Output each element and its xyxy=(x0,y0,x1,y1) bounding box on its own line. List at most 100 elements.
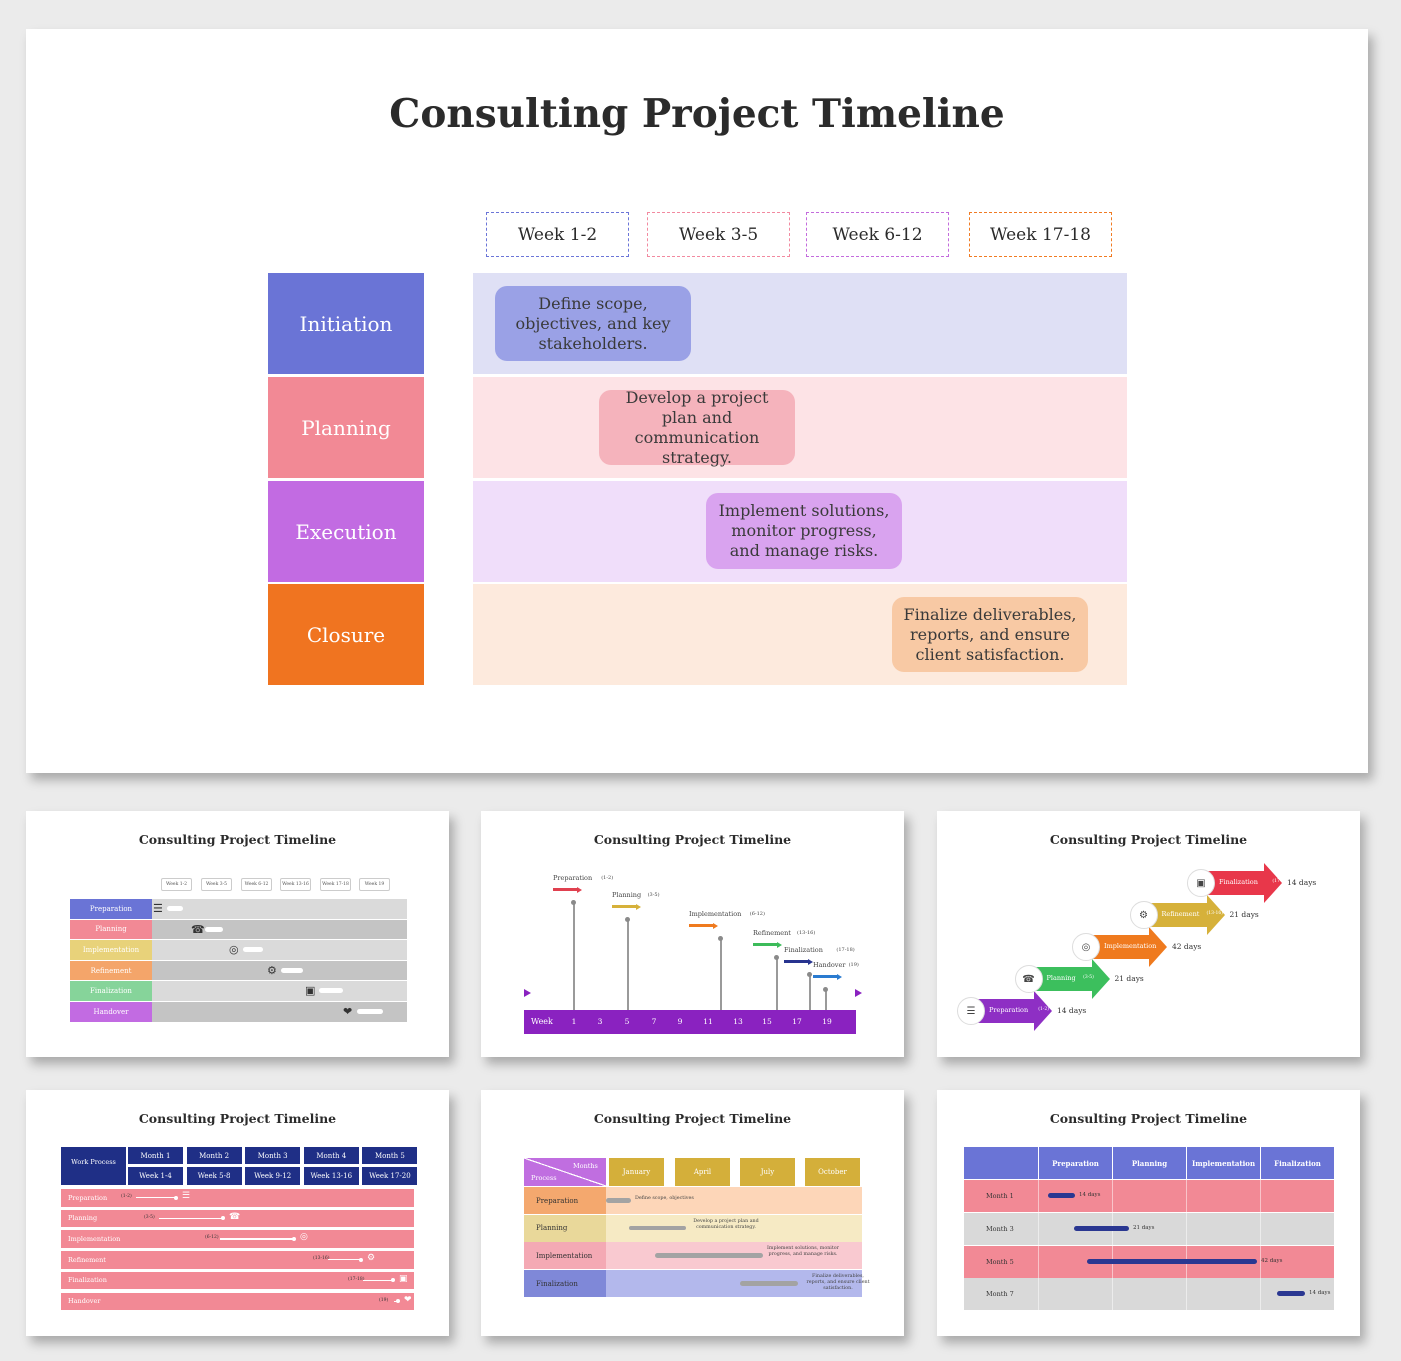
task-icon: ◎ xyxy=(229,943,239,957)
month-header: January xyxy=(609,1158,664,1186)
row-band xyxy=(152,899,407,919)
corner-bottom-label: Process xyxy=(531,1174,557,1182)
task-text: Finalize deliverables, reports, and ensu… xyxy=(806,1274,870,1292)
duration-bar xyxy=(1074,1225,1129,1231)
arrow-head xyxy=(636,903,641,910)
arrow-head xyxy=(777,941,782,948)
phase-planning: Planning xyxy=(268,377,424,478)
row-line xyxy=(159,1217,223,1219)
step-label: Implementation xyxy=(1104,942,1157,950)
thumbnail-slide-3[interactable]: Consulting Project Timeline ☰Preparation… xyxy=(937,811,1360,1057)
event-label: Finalization xyxy=(784,946,823,954)
tick-label: 15 xyxy=(762,1017,772,1026)
tick-label: 9 xyxy=(677,1017,683,1026)
step-label: Planning xyxy=(1046,974,1076,982)
phase-label: Initiation xyxy=(299,311,393,336)
task-bar xyxy=(281,967,303,973)
bubble-text: Implement solutions, monitor progress, a… xyxy=(718,501,890,560)
corner-divider xyxy=(524,1158,606,1186)
bubble-initiation: Define scope, objectives, and key stakeh… xyxy=(495,286,691,361)
tick-label: 11 xyxy=(703,1017,713,1026)
cell-divider xyxy=(1186,1180,1187,1212)
row-band xyxy=(61,1209,414,1228)
task-icon: ⚙ xyxy=(267,963,277,977)
row-icon: ▣ xyxy=(399,1273,408,1284)
event-dot xyxy=(774,955,779,960)
step-arrow-head-icon xyxy=(1206,895,1225,935)
week-header: Week 5-8 xyxy=(186,1167,242,1185)
row-label: Planning xyxy=(70,919,152,940)
bubble-text: Develop a project plan and communication… xyxy=(625,387,769,467)
row-icon: ⚙ xyxy=(367,1253,376,1264)
step-icon: ▣ xyxy=(1187,869,1215,897)
month-header: Month 3 xyxy=(245,1147,301,1164)
event-arrow-icon xyxy=(689,924,713,927)
task-bar xyxy=(205,926,223,932)
row-dot xyxy=(174,1195,178,1200)
event-dot xyxy=(625,917,630,922)
axis-label: Week xyxy=(531,1017,553,1026)
arrow-head xyxy=(837,973,842,980)
week-header: Week 1-4 xyxy=(128,1167,183,1185)
task-text: Develop a project plan and communication… xyxy=(693,1218,759,1230)
thumbnail-slide-4[interactable]: Consulting Project Timeline Work Process… xyxy=(26,1090,449,1336)
duration-label: 14 days xyxy=(1309,1290,1331,1297)
row-band xyxy=(606,1270,862,1298)
week-label: Week 1-2 xyxy=(517,224,598,245)
column-header: Finalization xyxy=(1260,1147,1334,1179)
event-stem xyxy=(573,902,575,1010)
step-label: Finalization xyxy=(1219,878,1258,886)
row-label: Implementation xyxy=(68,1234,121,1243)
event-arrow-icon xyxy=(753,943,777,946)
main-slide[interactable]: Consulting Project Timeline Week 1-2 Wee… xyxy=(26,29,1368,773)
step-days: 42 days xyxy=(1172,942,1202,951)
phase-label: Execution xyxy=(295,519,397,544)
task-text: Define scope, objectives xyxy=(635,1196,694,1201)
step-range: (3-5) xyxy=(1083,975,1094,980)
bubble-closure: Finalize deliverables, reports, and ensu… xyxy=(892,597,1088,672)
table-row xyxy=(964,1212,1334,1245)
step-range: (17-18) xyxy=(1272,879,1289,884)
task-bar xyxy=(167,906,183,911)
week-box: Week 3-5 xyxy=(201,878,232,891)
row-band xyxy=(61,1292,414,1310)
tick-label: 13 xyxy=(733,1017,743,1026)
row-label: Month 5 xyxy=(986,1257,1014,1266)
row-band xyxy=(152,1002,407,1022)
phase-execution: Execution xyxy=(268,481,424,582)
row-label: Month 1 xyxy=(986,1192,1014,1200)
event-range: (3-5) xyxy=(647,891,660,898)
event-stem xyxy=(776,957,778,1010)
step-range: (6-12) xyxy=(1165,943,1180,948)
cell-divider xyxy=(1186,1278,1187,1311)
row-dot xyxy=(359,1257,363,1262)
step-icon: ⚙ xyxy=(1129,901,1158,929)
table-row xyxy=(964,1278,1334,1311)
row-band xyxy=(61,1271,414,1290)
event-range: (13-16) xyxy=(797,929,816,936)
row-range: (6-12) xyxy=(205,1235,219,1241)
duration-bar xyxy=(1277,1291,1305,1297)
task-bar xyxy=(740,1281,798,1286)
event-dot xyxy=(718,936,723,941)
slide-title: Consulting Project Timeline xyxy=(1049,832,1248,847)
row-label: Implementation xyxy=(70,940,152,960)
tick-label: 19 xyxy=(822,1017,832,1026)
event-range: (19) xyxy=(848,961,859,968)
cell-divider xyxy=(1038,1278,1039,1311)
bubble-execution: Implement solutions, monitor progress, a… xyxy=(706,493,902,569)
row-label: Preparation xyxy=(70,899,152,919)
row-dot xyxy=(396,1299,400,1303)
bubble-text: Finalize deliverables, reports, and ensu… xyxy=(903,604,1077,664)
row-band xyxy=(152,919,407,940)
cell-divider xyxy=(1260,1245,1261,1278)
duration-label: 21 days xyxy=(1133,1224,1155,1231)
event-stem xyxy=(627,919,629,1010)
row-label: Implementation xyxy=(524,1242,606,1270)
row-range: (13-16) xyxy=(313,1256,330,1262)
step-range: (13-16) xyxy=(1206,911,1223,916)
